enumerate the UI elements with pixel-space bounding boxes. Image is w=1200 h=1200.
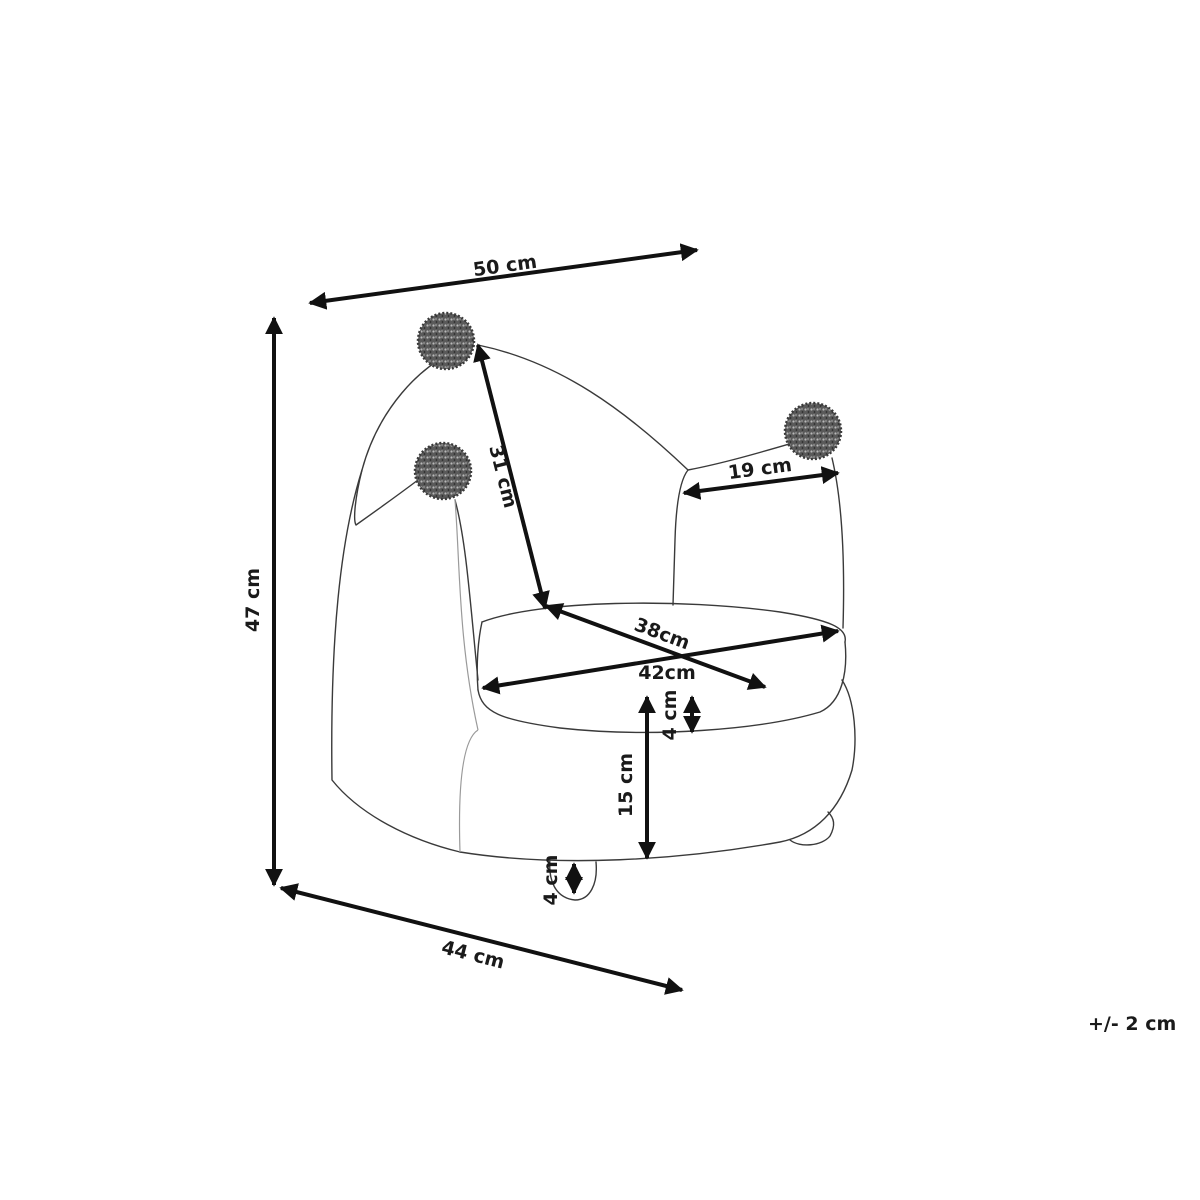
body-bottom: [459, 679, 856, 862]
width-top-line: [308, 243, 699, 310]
height-label: 47 cm: [242, 568, 264, 632]
left-ear: [353, 349, 459, 526]
seat-height-label: 15 cm: [615, 753, 637, 817]
arm-width-line: [682, 466, 840, 500]
back-height-label: 31 cm: [484, 443, 521, 511]
cushion-height-label: 4 cm: [659, 690, 681, 741]
front-seam: [458, 729, 479, 853]
pompoms: [413, 311, 843, 501]
right-arm-outer: [831, 457, 845, 629]
right-arm: [672, 469, 689, 606]
pompom-icon: [413, 441, 473, 501]
body-left-outline: [331, 469, 461, 853]
leg-height-label: 4 cm: [540, 855, 562, 906]
side-seam: [454, 499, 479, 731]
left-arm: [454, 499, 479, 681]
pompom-icon: [783, 401, 843, 461]
pompom-icon: [416, 311, 476, 371]
back-height-line: [473, 343, 550, 610]
width-top-label: 50 cm: [472, 251, 539, 281]
right-foot: [789, 811, 835, 846]
seat-width-label: 42cm: [638, 662, 696, 684]
back-top-edge: [477, 344, 811, 471]
dimension-lines: [265, 243, 840, 995]
seat-width-line: [481, 624, 840, 695]
tolerance-note: +/- 2 cm: [1088, 1013, 1177, 1035]
seat-cushion-left: [476, 621, 483, 691]
depth-bottom-line: [279, 883, 684, 995]
